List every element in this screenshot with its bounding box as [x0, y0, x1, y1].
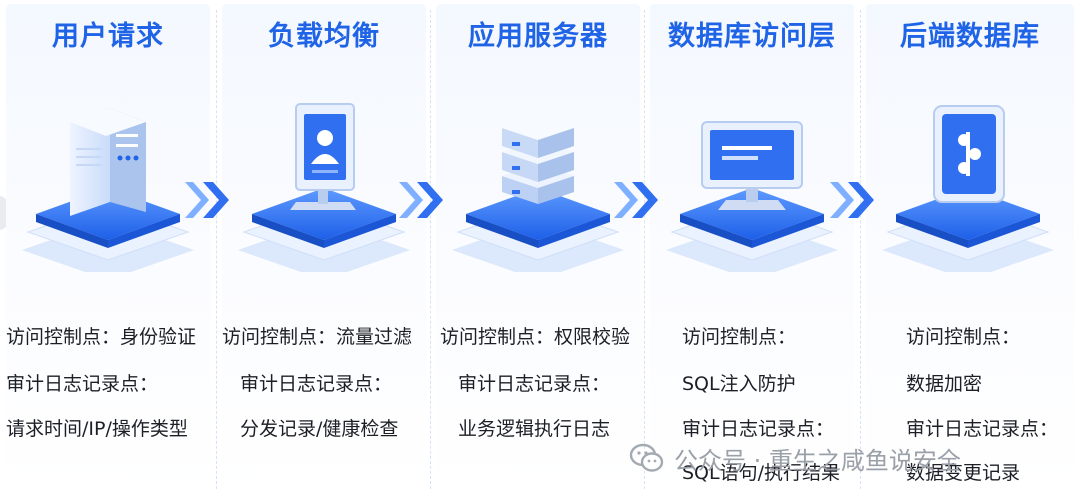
column-divider — [216, 10, 217, 489]
audit-log-label: 审计日志记录点： — [6, 373, 159, 395]
audit-log-detail: 业务逻辑执行日志 — [458, 418, 611, 440]
audit-log-detail: SQL语句/执行结果 — [682, 462, 841, 484]
column-divider — [430, 10, 431, 489]
audit-log-label: 审计日志记录点： — [240, 373, 393, 395]
chevron-right-icon — [830, 182, 874, 218]
chevron-right-icon — [185, 182, 229, 218]
edge-handle — [0, 196, 8, 230]
access-control-detail: SQL注入防护 — [682, 373, 796, 395]
column-divider — [860, 10, 861, 489]
audit-log-detail: 请求时间/IP/操作类型 — [6, 418, 188, 440]
stage-load-balancer: 负载均衡 访问控制点：流量过滤 审计日志记录点： 分发记录/健康检查 — [216, 0, 432, 499]
stage-app-server: 应用服务器 — [430, 0, 646, 499]
server-rack-icon — [452, 116, 624, 272]
access-control-line: 访问控制点：流量过滤 — [222, 326, 413, 348]
audit-log-detail: 数据变更记录 — [906, 462, 1021, 484]
watermark-text: 公众号 · 重生之咸鱼说安全 — [674, 446, 961, 475]
stage-backend-db: 后端数据库 访问控制点： 数据加密 审计日志记录点： 数据变更记录 — [860, 0, 1080, 499]
server-tower-icon — [22, 108, 194, 272]
stage-title: 数据库访问层 — [668, 21, 836, 52]
chevron-right-icon — [399, 182, 443, 218]
access-control-line: 访问控制点： — [906, 326, 1021, 348]
stage-title: 用户请求 — [52, 21, 164, 52]
stage-db-access-layer: 数据库访问层 访问控制点： SQL注入防护 审计日志记录点： SQL语句/执行结… — [644, 0, 860, 499]
stage-title: 后端数据库 — [900, 21, 1040, 52]
access-control-line: 访问控制点：身份验证 — [6, 326, 197, 348]
database-app-icon — [882, 105, 1054, 272]
user-badge-monitor-icon — [238, 103, 410, 272]
access-control-detail: 数据加密 — [906, 373, 983, 395]
audit-log-detail: 分发记录/健康检查 — [240, 418, 399, 440]
desktop-monitor-icon — [666, 121, 838, 272]
wechat-icon — [629, 443, 664, 472]
watermark: 公众号 · 重生之咸鱼说安全 — [628, 438, 961, 478]
audit-log-label: 审计日志记录点： — [906, 418, 1059, 440]
audit-log-label: 审计日志记录点： — [458, 373, 611, 395]
stage-title: 负载均衡 — [268, 21, 380, 52]
access-control-line: 访问控制点： — [682, 326, 797, 348]
stage-title: 应用服务器 — [468, 21, 608, 52]
chevron-right-icon — [614, 182, 658, 218]
stage-user-request: 用户请求 访问控制点：身份验证 审计日志记录点： 请求时间/IP/操 — [0, 0, 216, 499]
audit-log-label: 审计日志记录点： — [682, 418, 835, 440]
column-divider — [644, 10, 645, 489]
access-control-line: 访问控制点：权限校验 — [440, 326, 631, 348]
